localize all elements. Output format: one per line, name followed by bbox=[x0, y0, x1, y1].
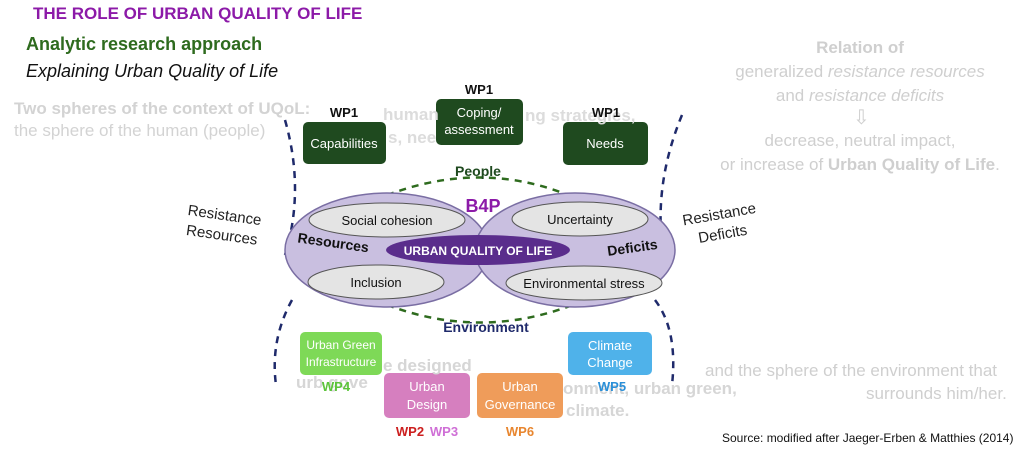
page-title: THE ROLE OF URBAN QUALITY OF LIFE bbox=[33, 4, 363, 23]
urban-green-label-line2: Infrastructure bbox=[306, 355, 377, 369]
ghost-overlay-4: e designed bbox=[383, 356, 472, 375]
inclusion-ellipse bbox=[307, 264, 445, 300]
wp1-label-coping: WP1 bbox=[465, 82, 493, 97]
urban-governance-label-line2: Governance bbox=[485, 397, 556, 412]
ghost-spheres-human: the sphere of the human (people) bbox=[14, 121, 266, 140]
ghost-relation-line3: and resistance deficits bbox=[775, 86, 945, 105]
urban-design-box bbox=[384, 373, 470, 418]
environmental-stress-ellipse bbox=[505, 265, 663, 301]
left-lower-boundary bbox=[273, 299, 294, 386]
ghost-environment-line1: and the sphere of the environment that bbox=[705, 361, 998, 380]
right-lower-boundary bbox=[654, 299, 675, 386]
urban-green-label-line1: Urban Green bbox=[306, 338, 375, 352]
environmental-stress-label: Environmental stress bbox=[523, 276, 645, 291]
social-cohesion-ellipse bbox=[308, 202, 466, 238]
needs-label: Needs bbox=[586, 136, 624, 151]
uncertainty-ellipse bbox=[511, 201, 649, 237]
wp3-label: WP3 bbox=[430, 424, 458, 439]
ghost-spheres-title: Two spheres of the context of UQoL: bbox=[14, 99, 311, 118]
urban-design-label-line2: Design bbox=[407, 397, 447, 412]
climate-change-label-line1: Climate bbox=[588, 338, 632, 353]
uqol-ellipse bbox=[386, 235, 570, 265]
ghost-relation-title: Relation of bbox=[816, 38, 904, 57]
uncertainty-label: Uncertainty bbox=[547, 212, 613, 227]
urban-governance-label-line1: Urban bbox=[502, 379, 537, 394]
inclusion-label: Inclusion bbox=[350, 275, 401, 290]
needs-box bbox=[563, 122, 648, 165]
people-arc bbox=[374, 176, 581, 202]
wp4-label: WP4 bbox=[322, 379, 351, 394]
environment-arc bbox=[374, 298, 586, 324]
page-subtitle-italic: Explaining Urban Quality of Life bbox=[26, 61, 279, 81]
capabilities-box bbox=[303, 122, 386, 164]
ghost-overlay-7: climate. bbox=[566, 401, 629, 420]
ghost-relation-line2: generalized resistance resources bbox=[735, 62, 985, 81]
ghost-increase: or increase of Urban Quality of Life. bbox=[720, 155, 1000, 174]
wp1-label-capabilities: WP1 bbox=[330, 105, 358, 120]
ghost-decrease: decrease, neutral impact, bbox=[764, 131, 956, 150]
ghost-overlay-5: urb gove bbox=[296, 373, 368, 392]
climate-change-label-line2: Change bbox=[587, 355, 633, 370]
coping-label-line1: Coping/ bbox=[457, 105, 502, 120]
ghost-overlay-3: s, nee bbox=[388, 128, 436, 147]
b4p-label: B4P bbox=[465, 196, 500, 216]
wp5-label: WP5 bbox=[598, 379, 626, 394]
deficits-label: Deficits bbox=[606, 236, 659, 259]
people-label: People bbox=[455, 163, 501, 179]
urban-green-box bbox=[300, 332, 382, 375]
ghost-overlay-2: ng strategies, bbox=[525, 106, 636, 125]
arrow-down-icon: ⇩ bbox=[853, 107, 870, 129]
ghost-environment-line2: surrounds him/her. bbox=[866, 384, 1007, 403]
capabilities-label: Capabilities bbox=[310, 136, 378, 151]
wp2-label: WP2 bbox=[396, 424, 424, 439]
social-cohesion-label: Social cohesion bbox=[341, 213, 432, 228]
urban-design-label-line1: Urban bbox=[409, 379, 444, 394]
ghost-overlay-1: human bbox=[383, 105, 439, 124]
wp6-label: WP6 bbox=[506, 424, 534, 439]
coping-label-line2: assessment bbox=[444, 122, 514, 137]
environment-label: Environment bbox=[443, 319, 529, 335]
urban-governance-box bbox=[477, 373, 563, 418]
climate-change-box bbox=[568, 332, 652, 375]
page-subtitle: Analytic research approach bbox=[26, 34, 263, 54]
source-citation: Source: modified after Jaeger-Erben & Ma… bbox=[722, 431, 1014, 445]
ghost-overlay-6: onment, urban green, bbox=[563, 379, 737, 398]
uqol-label: URBAN QUALITY OF LIFE bbox=[404, 244, 552, 258]
wp1-label-needs: WP1 bbox=[592, 105, 620, 120]
coping-box bbox=[436, 99, 523, 145]
